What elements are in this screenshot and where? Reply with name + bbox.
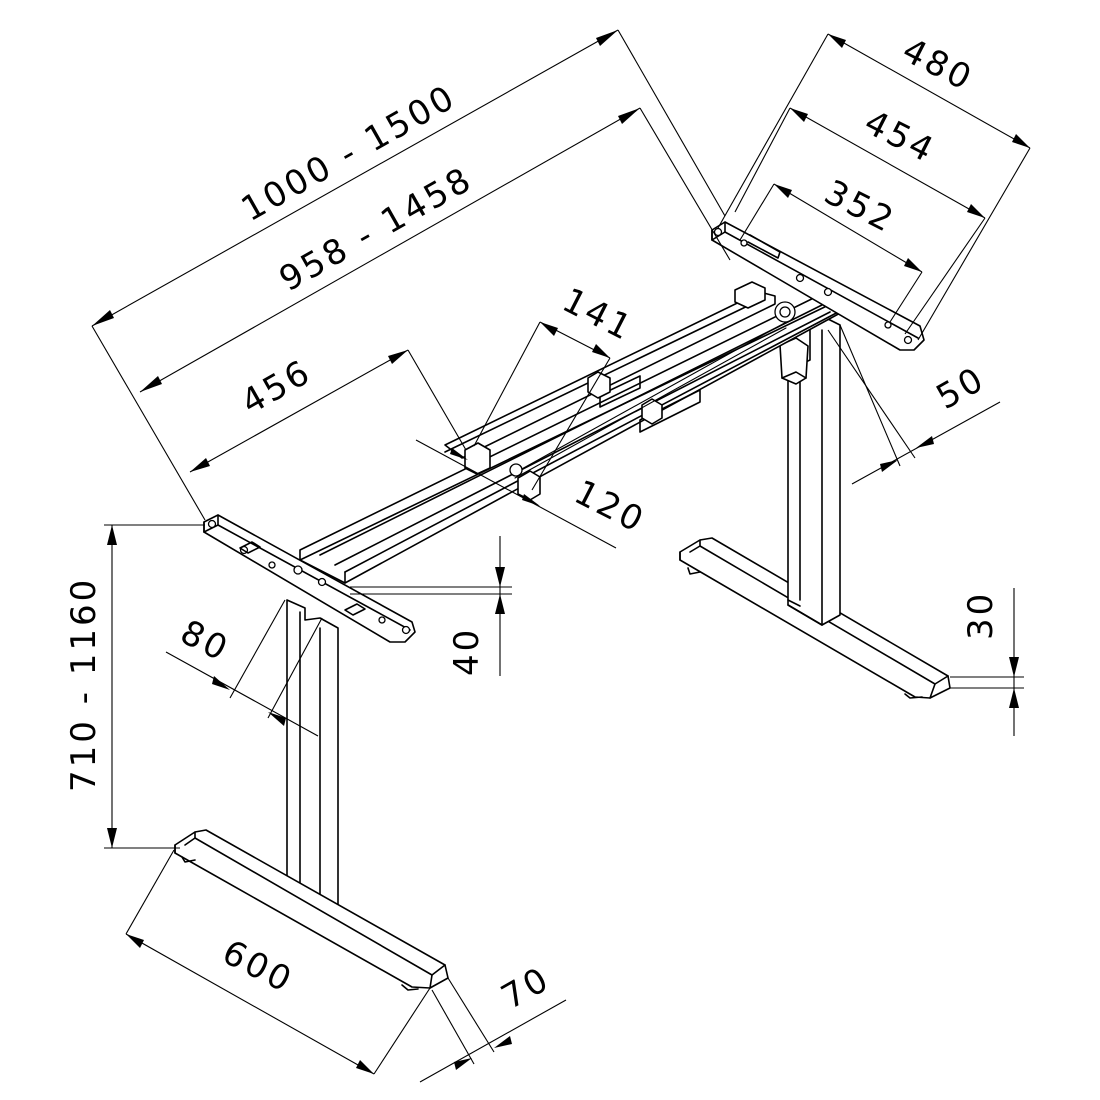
- left-top-plate: [203, 514, 416, 643]
- desk-frame: [174, 221, 951, 991]
- motor: [779, 337, 809, 385]
- dim-foot-width: 70: [495, 959, 558, 1018]
- dim-beam-spacing: 120: [568, 472, 652, 541]
- dim-bracket-width: 141: [556, 280, 640, 349]
- dim-top-plate-inner-span: 352: [818, 172, 902, 241]
- left-column: [286, 599, 339, 917]
- drive-shaft: [509, 301, 796, 479]
- dim-column-offset: 50: [930, 359, 993, 418]
- right-top-plate: [711, 221, 925, 351]
- dim-height-range: 710 - 1160: [64, 577, 104, 792]
- slider-brackets: [464, 281, 766, 501]
- dim-top-plate-hole-span: 454: [858, 102, 942, 171]
- dim-beam-height: 40: [447, 627, 487, 676]
- dim-foot-height: 30: [961, 591, 1001, 640]
- dimension-lines: [91, 29, 1031, 1083]
- dim-foot-length: 600: [216, 932, 300, 1001]
- main-beam: [299, 289, 843, 584]
- dim-bracket-offset: 456: [235, 352, 319, 423]
- dim-top-plate-length: 480: [896, 30, 980, 99]
